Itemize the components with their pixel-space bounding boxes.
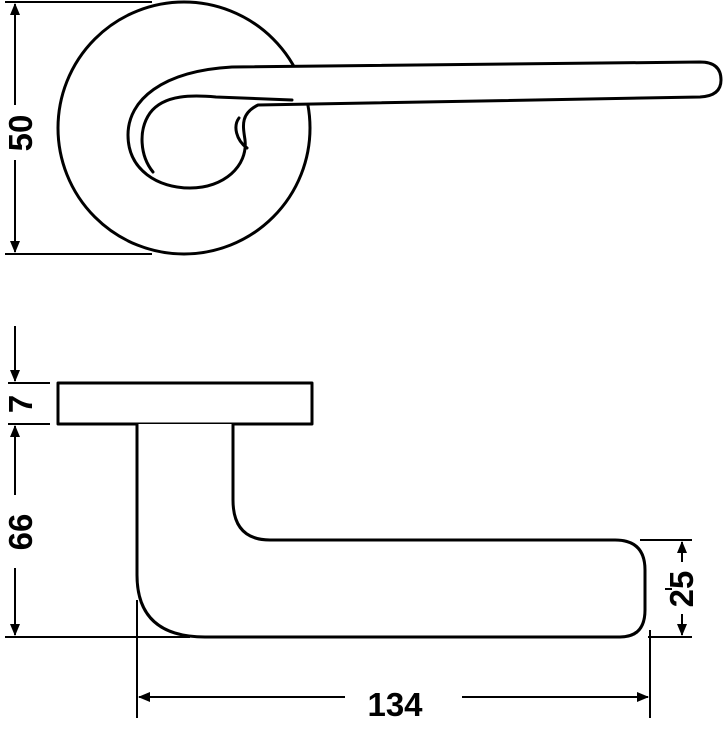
dimension-label-projection: 66 [2, 514, 39, 551]
dimension-label-diameter: 50 [2, 115, 39, 152]
dimension-label-length: 134 [367, 686, 423, 723]
top-view: 50 [2, 0, 723, 256]
lever-inner-curl [140, 94, 294, 174]
rosette-side [56, 381, 314, 426]
side-view: 7 66 25 134 [2, 326, 700, 723]
dimension-label-grip: 25 [663, 571, 700, 608]
handle-side-outline [135, 422, 647, 639]
lever-curl-tip [234, 116, 249, 150]
dimension-label-thickness: 7 [2, 395, 39, 413]
lever-outline [126, 60, 723, 190]
